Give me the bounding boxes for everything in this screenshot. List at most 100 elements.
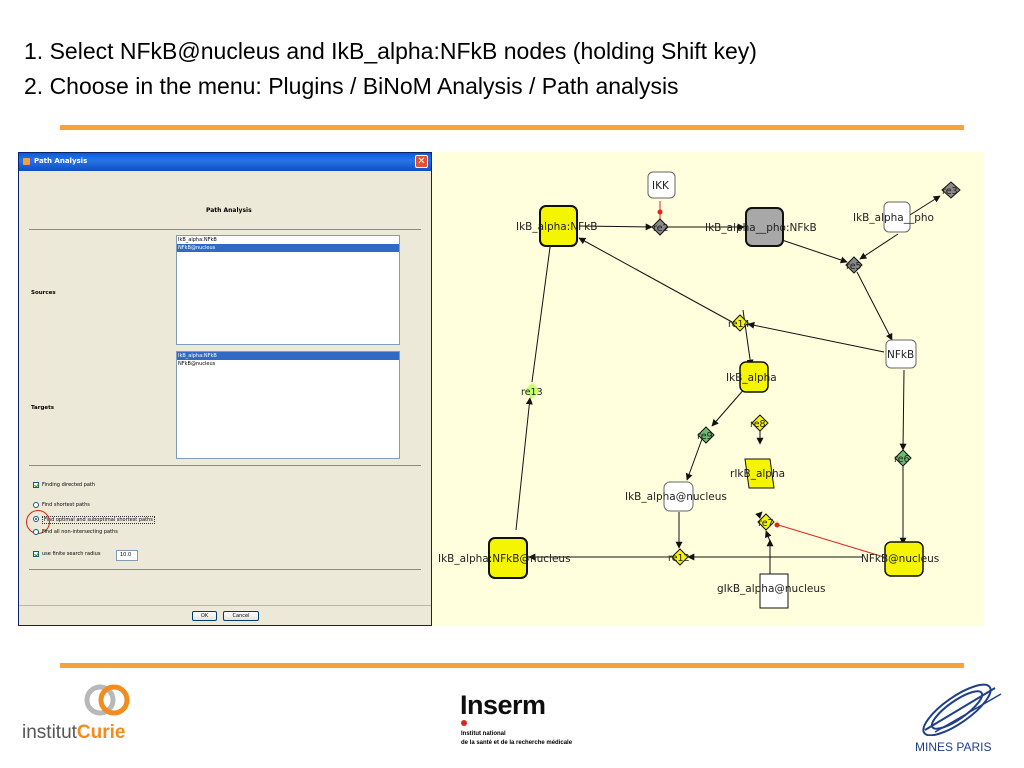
curie-prefix: institut xyxy=(22,722,77,743)
instruction-step-2: 2. Choose in the menu: Plugins / BiNoM A… xyxy=(24,73,679,99)
reaction-re5 xyxy=(845,256,863,274)
targets-list[interactable]: IkB_alpha:NFkB NFkB@nucleus xyxy=(176,351,400,459)
node-nfkb-label: NFkB xyxy=(887,349,914,361)
reaction-re6 xyxy=(894,449,912,467)
reaction-re14 xyxy=(731,314,749,332)
node-ikb-alpha-label: IkB_alpha xyxy=(726,372,777,384)
node-nfkb-nucleus xyxy=(884,541,924,577)
bottom-divider xyxy=(60,663,964,668)
node-ikb-nucleus xyxy=(663,481,694,512)
finite-radius-checkbox[interactable] xyxy=(33,551,39,557)
app-icon xyxy=(23,158,30,165)
reaction-re2 xyxy=(651,218,669,236)
node-ikb-pho-nfkb-label: IkB_alpha__pho:NFkB xyxy=(705,222,817,234)
edge xyxy=(755,511,763,519)
inserm-logo: Inserm Institut national de la santé et … xyxy=(460,690,630,752)
close-icon[interactable]: ✕ xyxy=(415,155,428,168)
reaction-re13 xyxy=(524,383,540,399)
shortest-paths-radio[interactable] xyxy=(33,502,39,508)
edges xyxy=(515,195,941,574)
reaction-re12-label: re12 xyxy=(668,553,690,564)
edge xyxy=(899,369,907,451)
reaction-re6-label: re6 xyxy=(894,454,910,465)
edge xyxy=(859,233,899,260)
inserm-sub2: de la santé et de la recherche médicale xyxy=(461,740,573,746)
reaction-re8-label: re8 xyxy=(750,419,766,430)
edge xyxy=(781,239,848,264)
dialog-titlebar[interactable]: Path Analysis ✕ xyxy=(19,153,431,171)
dialog-title: Path Analysis xyxy=(34,157,88,165)
targets-item[interactable]: NFkB@nucleus xyxy=(178,361,216,367)
reaction-re9-label: re9 xyxy=(697,431,713,442)
reaction-re13-label: re13 xyxy=(521,387,543,398)
path-analysis-dialog: Path Analysis ✕ Path Analysis Sources Ik… xyxy=(18,152,432,626)
mines-emblem-icon xyxy=(922,683,1002,736)
curie-name: Curie xyxy=(76,722,126,743)
shortest-paths-label: Find shortest paths xyxy=(42,502,90,508)
separator xyxy=(29,465,421,466)
edge xyxy=(578,223,653,231)
node-gikb-nucleus xyxy=(759,573,789,609)
node-ikb-nfkb-nucleus-label: IkB_alpha:NFkB@nucleus xyxy=(438,553,571,565)
path-edge xyxy=(774,523,885,558)
top-divider xyxy=(60,125,964,130)
search-radius-input[interactable]: 10.0 xyxy=(116,550,138,561)
inserm-dot-icon xyxy=(461,720,467,726)
node-rikb-alpha xyxy=(744,458,775,489)
curie-rings-icon xyxy=(84,684,130,716)
directed-path-label: Finding directed path xyxy=(42,482,96,488)
reaction-re3 xyxy=(941,181,961,199)
node-ikb-nfkb-label: IkB_alpha:NFkB xyxy=(516,221,597,233)
reaction-re14-label: re14 xyxy=(728,319,750,330)
path-edge-dot xyxy=(774,522,780,528)
optimal-paths-label: Find optimal and suboptimal shortest pat… xyxy=(42,516,155,524)
mines-name: MINES PARIS xyxy=(915,740,992,754)
dialog-heading: Path Analysis xyxy=(206,207,252,214)
edge xyxy=(856,271,893,341)
node-ikk-label: IKK xyxy=(652,180,670,192)
reaction-re12 xyxy=(671,548,689,566)
node-nfkb xyxy=(885,339,917,369)
targets-item-selected[interactable]: IkB_alpha:NFkB xyxy=(177,352,399,360)
node-ikb-alpha xyxy=(739,361,769,393)
reaction-re7 xyxy=(757,513,775,531)
mines-paris-logo: MINES PARIS xyxy=(900,680,1010,760)
edge xyxy=(747,321,885,353)
edge xyxy=(531,239,554,383)
node-ikb-pho-nfkb xyxy=(745,207,784,247)
targets-label: Targets xyxy=(31,405,55,411)
sources-item[interactable]: IkB_alpha:NFkB xyxy=(178,237,217,243)
sources-list[interactable]: IkB_alpha:NFkB NFkB@nucleus xyxy=(176,235,400,345)
node-ikb-nfkb-nucleus xyxy=(488,537,528,579)
non-intersecting-radio[interactable] xyxy=(33,529,39,535)
reaction-re3-label: re3 xyxy=(942,186,958,197)
node-ikb-nucleus-label: IkB_alpha@nucleus xyxy=(625,491,727,503)
path-edge-dot xyxy=(657,209,663,215)
edge xyxy=(578,237,733,323)
directed-path-checkbox[interactable] xyxy=(33,482,39,488)
reaction-re9 xyxy=(697,426,715,444)
cancel-button[interactable]: Cancel xyxy=(223,611,259,621)
instruction-step-1: 1. Select NFkB@nucleus and IkB_alpha:NFk… xyxy=(24,38,757,64)
inserm-sub1: Institut national xyxy=(461,731,506,737)
node-rikb-alpha-label: rIkB_alpha xyxy=(730,468,785,480)
footer-separator xyxy=(19,605,431,606)
network-graph: IKK IkB_alpha:NFkB IkB_alpha__pho:NFkB I… xyxy=(432,152,984,626)
node-ikb-nfkb xyxy=(539,205,578,247)
sources-label: Sources xyxy=(31,290,56,296)
node-ikb-pho-label: IkB_alpha__pho xyxy=(853,212,934,224)
edge xyxy=(685,438,703,481)
edge xyxy=(711,386,747,427)
node-ikb-pho xyxy=(883,201,911,233)
reaction-re8 xyxy=(751,414,769,432)
reaction-re2-label: re2 xyxy=(653,223,669,234)
inserm-name: Inserm xyxy=(460,690,546,720)
node-ikk xyxy=(647,171,676,199)
finite-radius-label: use finite search radius xyxy=(42,551,101,557)
reaction-re5-label: re5 xyxy=(846,261,862,272)
separator xyxy=(29,229,421,230)
node-nfkb-nucleus-label: NFkB@nucleus xyxy=(861,553,939,565)
sources-item-selected[interactable]: NFkB@nucleus xyxy=(177,244,399,252)
separator xyxy=(29,569,421,570)
ok-button[interactable]: OK xyxy=(192,611,217,621)
